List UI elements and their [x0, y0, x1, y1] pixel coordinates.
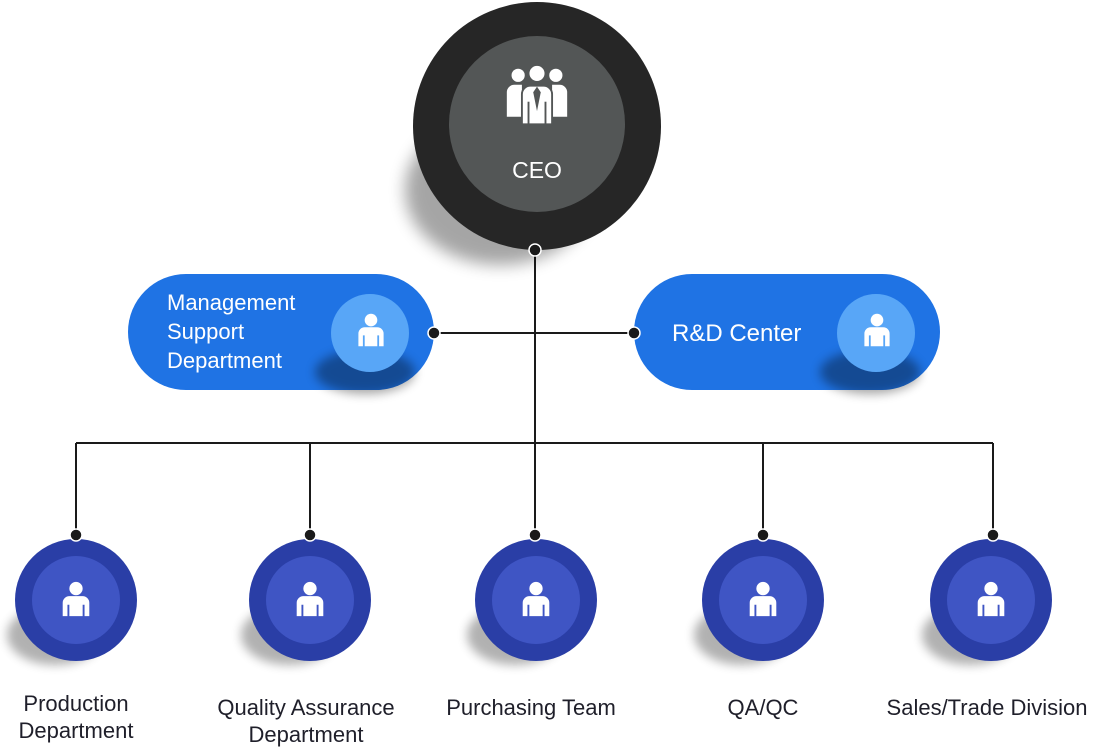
connector-dot-production: [69, 528, 83, 542]
connector-dot-ceo: [528, 243, 542, 257]
department-label-production: Production Department: [0, 690, 186, 744]
department-label-purchasing: Purchasing Team: [421, 694, 641, 721]
connector-dot-sales-trade: [986, 528, 1000, 542]
department-node-qa-qc[interactable]: [694, 539, 824, 665]
ceo-node[interactable]: CEO: [405, 2, 661, 265]
department-label-line: Production: [23, 691, 129, 716]
connector-dot-quality-assurance: [303, 528, 317, 542]
department-node-production[interactable]: [7, 539, 137, 665]
group-icon: [505, 64, 569, 126]
connector-lines: [75, 250, 994, 535]
management-support-label-line-2: Support: [167, 319, 244, 344]
department-label-line: Department: [18, 718, 134, 743]
department-label-line: Department: [248, 722, 364, 747]
connector-dot-rd-center: [627, 326, 641, 340]
department-node-sales-trade[interactable]: [922, 539, 1052, 665]
department-node-quality-assurance[interactable]: [241, 539, 371, 665]
department-label-line: Sales/Trade Division: [886, 695, 1088, 720]
rd-center-label-line-1: R&D Center: [672, 320, 801, 347]
ceo-label: CEO: [512, 157, 562, 183]
management-support-label-line-1: Management: [167, 290, 295, 315]
management-support-node[interactable]: Management Support Department: [128, 274, 434, 394]
department-node-purchasing[interactable]: [467, 539, 597, 665]
department-label-line: QA/QC: [727, 695, 799, 720]
connector-dot-qa-qc: [756, 528, 770, 542]
department-label-line: Purchasing Team: [446, 695, 616, 720]
rd-center-node[interactable]: R&D Center: [634, 274, 940, 394]
department-label-sales-trade: Sales/Trade Division: [877, 694, 1097, 721]
department-label-qa-qc: QA/QC: [653, 694, 873, 721]
connector-dot-management-support: [427, 326, 441, 340]
connector-dot-purchasing: [528, 528, 542, 542]
management-support-label: Management Support Department: [167, 290, 302, 373]
department-label-quality-assurance: Quality Assurance Department: [196, 694, 416, 748]
management-support-label-line-3: Department: [167, 348, 282, 373]
rd-center-label: R&D Center: [672, 320, 801, 347]
department-label-line: Quality Assurance: [217, 695, 395, 720]
